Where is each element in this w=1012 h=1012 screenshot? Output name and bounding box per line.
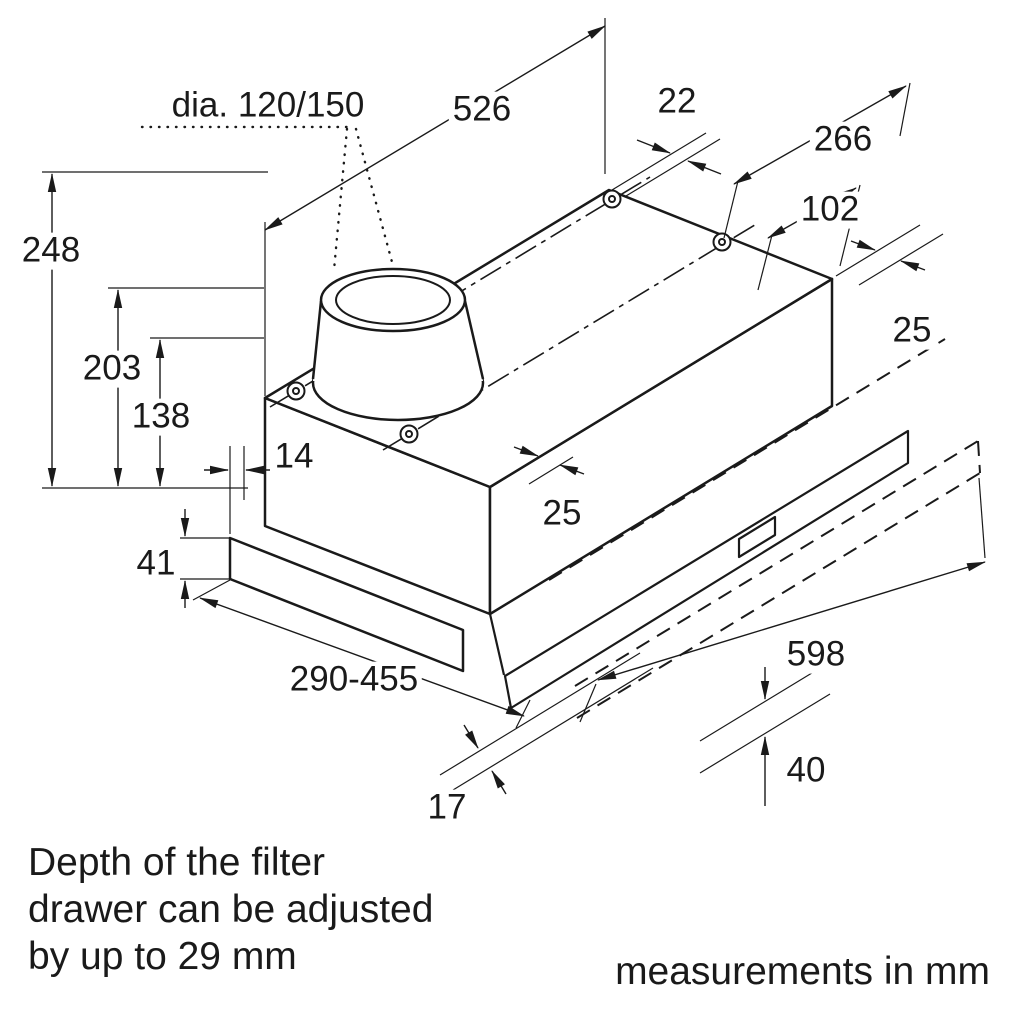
dim-290-455: [192, 579, 531, 729]
dim-17: [439, 652, 654, 795]
dim-22-label: 22: [653, 83, 701, 121]
dim-248-203-138: [42, 171, 268, 489]
dim-102-label: 102: [796, 191, 864, 229]
dim-40-label: 40: [782, 752, 830, 790]
dim-138-label: 138: [127, 398, 195, 436]
dim-598: [579, 477, 986, 723]
dim-17-label: 17: [423, 789, 471, 827]
unit-note: measurements in mm: [615, 950, 990, 993]
dim-14: [204, 446, 270, 534]
dim-41: [180, 509, 232, 608]
dim-25-right-label: 25: [888, 312, 936, 350]
dim-526-label: 526: [448, 91, 516, 129]
dim-598-label: 598: [782, 636, 850, 674]
dim-526: [264, 18, 606, 396]
note-line-1: Depth of the filter: [28, 841, 325, 884]
dim-25-right: [835, 224, 944, 286]
duct-collar: [311, 267, 485, 422]
note-line-2: drawer can be adjusted: [28, 887, 434, 931]
dim-41-label: 41: [132, 545, 180, 583]
dim-22: [611, 132, 722, 197]
drawer-switch: [737, 515, 777, 559]
dim-248-label: 248: [17, 232, 85, 270]
dim-40: [699, 661, 831, 806]
dim-266-label: 266: [809, 121, 877, 159]
mounting-holes: [286, 189, 732, 444]
dia-label: dia. 120/150: [167, 87, 369, 125]
dim-25-middle-label: 25: [538, 495, 586, 533]
dim-203-label: 203: [78, 350, 146, 388]
dim-14-label: 14: [270, 438, 318, 476]
filter-drawer-note: Depth of the filter drawer can be adjust…: [28, 840, 433, 980]
dim-290-455-label: 290-455: [285, 661, 423, 699]
dia-leader-lines: [140, 125, 394, 272]
note-line-3: by up to 29 mm: [28, 934, 297, 978]
dim-25-middle: [513, 445, 585, 485]
